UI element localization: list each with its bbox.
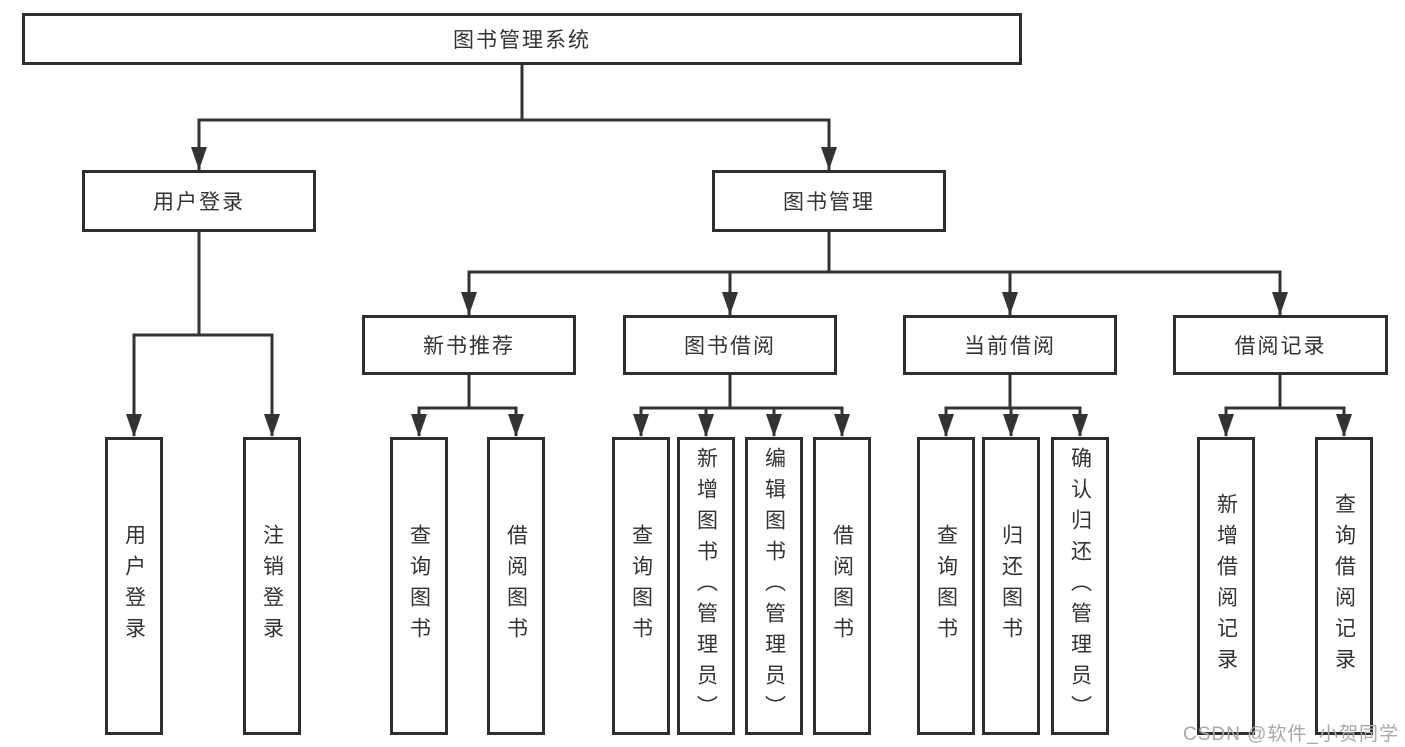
leaf-borrow-books-borrow-label: 借阅图书 xyxy=(830,524,854,648)
leaf-query-borrow-record-label: 查询借阅记录 xyxy=(1332,493,1356,679)
connector-root-to-level2 xyxy=(197,64,831,171)
node-user-login-label: 用户登录 xyxy=(153,191,245,214)
leaf-add-borrow-record: 新增借阅记录 xyxy=(1197,437,1255,735)
arrowhead-icon xyxy=(722,292,738,315)
arrowhead-icon xyxy=(1072,414,1088,437)
leaf-add-borrow-record-label: 新增借阅记录 xyxy=(1214,493,1238,679)
leaf-query-borrow-record: 查询借阅记录 xyxy=(1315,437,1373,735)
watermark: CSDN @软件_小贺同学 xyxy=(1183,724,1399,745)
leaf-borrow-books-borrow: 借阅图书 xyxy=(813,437,871,735)
node-book-borrow: 图书借阅 xyxy=(623,315,837,375)
node-borrow-records: 借阅记录 xyxy=(1173,315,1388,375)
arrowhead-icon xyxy=(508,414,524,437)
arrowhead-icon xyxy=(1003,414,1019,437)
leaf-query-books-current-label: 查询图书 xyxy=(934,524,958,648)
leaf-query-books-borrow: 查询图书 xyxy=(612,437,670,735)
node-library-management-system: 图书管理系统 xyxy=(22,13,1022,65)
leaf-borrow-books-recommend-label: 借阅图书 xyxy=(504,524,528,648)
arrowhead-icon xyxy=(264,414,280,437)
arrowhead-icon xyxy=(938,414,954,437)
arrowhead-icon xyxy=(633,414,649,437)
leaf-confirm-return-admin: 确认归还（管理员） xyxy=(1051,437,1109,735)
node-current-borrow-label: 当前借阅 xyxy=(964,335,1056,358)
leaf-user-login: 用户登录 xyxy=(105,437,163,735)
arrowhead-icon xyxy=(698,414,714,437)
leaf-add-book-admin-label: 新增图书（管理员） xyxy=(694,446,718,726)
arrowhead-icon xyxy=(191,147,207,170)
arrowhead-icon xyxy=(1336,414,1352,437)
node-current-borrow: 当前借阅 xyxy=(903,315,1117,375)
arrowhead-icon xyxy=(411,414,427,437)
connector-borrow-records-group xyxy=(1224,373,1346,436)
leaf-borrow-books-recommend: 借阅图书 xyxy=(487,437,545,735)
node-new-book-recommend: 新书推荐 xyxy=(362,315,576,375)
connector-book-borrow-group xyxy=(639,373,844,436)
leaf-return-books: 归还图书 xyxy=(982,437,1040,735)
leaf-query-books-recommend-label: 查询图书 xyxy=(407,524,431,648)
arrowhead-icon xyxy=(834,414,850,437)
node-user-login: 用户登录 xyxy=(82,170,316,232)
node-new-book-recommend-label: 新书推荐 xyxy=(423,335,515,358)
leaf-edit-book-admin: 编辑图书（管理员） xyxy=(745,437,803,735)
leaf-query-books-current: 查询图书 xyxy=(917,437,975,735)
node-library-management-system-label: 图书管理系统 xyxy=(453,29,591,52)
connector-new-book-group xyxy=(417,373,518,436)
leaf-add-book-admin: 新增图书（管理员） xyxy=(677,437,735,735)
leaf-query-books-recommend: 查询图书 xyxy=(390,437,448,735)
connector-user-login-group xyxy=(132,230,274,436)
leaf-return-books-label: 归还图书 xyxy=(999,524,1023,648)
node-borrow-records-label: 借阅记录 xyxy=(1234,335,1327,358)
leaf-logout: 注销登录 xyxy=(243,437,301,735)
arrowhead-icon xyxy=(1002,292,1018,315)
connector-book-management-to-level3 xyxy=(467,230,1282,315)
node-book-borrow-label: 图书借阅 xyxy=(684,335,776,358)
arrowhead-icon xyxy=(126,414,142,437)
arrowhead-icon xyxy=(766,414,782,437)
node-book-management-label: 图书管理 xyxy=(783,191,875,214)
node-book-management: 图书管理 xyxy=(712,170,946,232)
leaf-logout-label: 注销登录 xyxy=(260,524,284,648)
leaf-edit-book-admin-label: 编辑图书（管理员） xyxy=(762,446,786,726)
arrowhead-icon xyxy=(1218,414,1234,437)
arrowhead-icon xyxy=(821,147,837,170)
arrowhead-icon xyxy=(461,292,477,315)
leaf-confirm-return-admin-label: 确认归还（管理员） xyxy=(1068,446,1092,726)
leaf-user-login-label: 用户登录 xyxy=(122,524,146,648)
arrowhead-icon xyxy=(1272,292,1288,315)
leaf-query-books-borrow-label: 查询图书 xyxy=(629,524,653,648)
